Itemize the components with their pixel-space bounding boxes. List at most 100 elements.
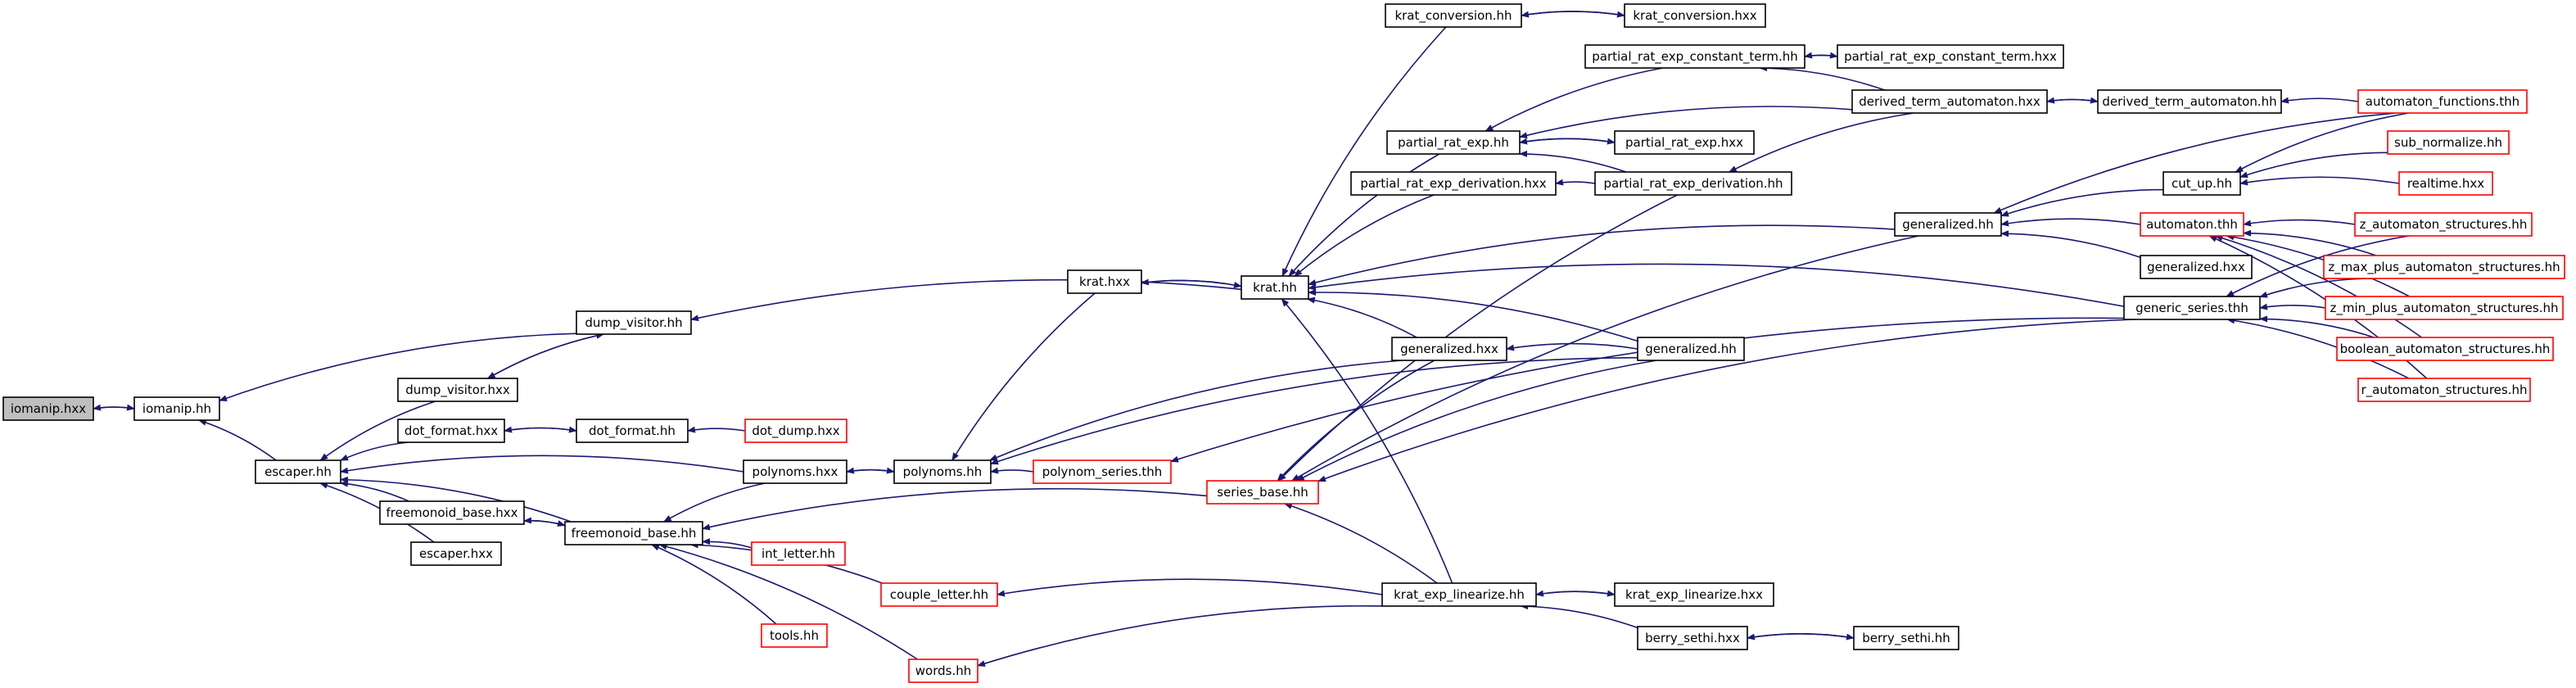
node-series-base-hh[interactable]: series_base.hh	[1206, 480, 1319, 505]
node-dot-format-hxx[interactable]: dot_format.hxx	[397, 419, 505, 443]
node-box	[397, 419, 505, 443]
node-label: generalized.hh	[1902, 217, 1994, 232]
edge-derived_term_automaton_hxx-to-derived_term_automaton_hh	[2046, 97, 2099, 104]
node-freemonoid-base-hxx[interactable]: freemonoid_base.hxx	[379, 500, 525, 525]
node-polynoms-hh[interactable]: polynoms.hh	[893, 459, 992, 484]
node-polynom-series-thh[interactable]: polynom_series.thh	[1033, 459, 1172, 484]
node-sub-normalize-hh[interactable]: sub_normalize.hh	[2387, 130, 2510, 155]
node-boolean-automaton-structures-hh[interactable]: boolean_automaton_structures.hh	[2336, 337, 2554, 361]
node-label: freemonoid_base.hxx	[386, 505, 517, 521]
node-dump-visitor-hh[interactable]: dump_visitor.hh	[576, 310, 692, 335]
node-label: cut_up.hh	[2172, 176, 2232, 192]
edge-generic_series_thh-to-series_base_hh	[1317, 319, 2135, 482]
node-z-automaton-structures-hh[interactable]: z_automaton_structures.hh	[2354, 212, 2533, 237]
node-label: partial_rat_exp_constant_term.hh	[1592, 49, 1798, 65]
edge-r_automaton_structures_hh-to-generic_series_thh	[2226, 317, 2410, 379]
node-box	[1067, 269, 1142, 294]
node-krat-hh[interactable]: krat.hh	[1241, 275, 1309, 300]
node-partial-rat-exp-constant-term-hxx[interactable]: partial_rat_exp_constant_term.hxx	[1837, 44, 2064, 69]
edge-series_base_hh-to-freemonoid_base_hh	[702, 487, 1208, 531]
edge-freemonoid_base_hxx-to-freemonoid_base_hh	[523, 519, 566, 527]
node-box	[576, 419, 689, 443]
nodes-layer: iomanip.hxx iomanip.hh escaper.hh dump_visi…	[2, 3, 2565, 683]
node-box	[1837, 44, 2064, 69]
node-partial-rat-exp-derivation-hh[interactable]: partial_rat_exp_derivation.hh	[1594, 171, 1792, 196]
node-krat-conversion-hh[interactable]: krat_conversion.hh	[1385, 3, 1522, 28]
node-box	[1584, 44, 1805, 69]
edge-freemonoid_base_hh-to-escaper_hh	[340, 476, 572, 523]
node-label: partial_rat_exp_derivation.hh	[1603, 176, 1783, 192]
node-dot-dump-hxx[interactable]: dot_dump.hxx	[744, 419, 847, 443]
node-partial-rat-exp-hh[interactable]: partial_rat_exp.hh	[1386, 130, 1521, 155]
edge-tools_hh-to-freemonoid_base_hh	[651, 544, 777, 625]
node-label: generalized.hxx	[2147, 260, 2245, 274]
node-cut-up-hh[interactable]: cut_up.hh	[2162, 171, 2241, 196]
node-label: generalized.hxx	[1400, 342, 1498, 356]
node-box	[744, 419, 847, 443]
node-box	[2162, 171, 2241, 196]
node-z-max-plus-automaton-structures-hh[interactable]: z_max_plus_automaton_structures.hh	[2323, 255, 2565, 279]
node-krat-exp-linearize-hxx[interactable]: krat_exp_linearize.hxx	[1614, 582, 1774, 607]
node-label: partial_rat_exp_derivation.hxx	[1360, 176, 1546, 192]
node-generalized-hh-right[interactable]: generalized.hh	[1894, 212, 2002, 237]
edge-krat_conversion_hh-to-krat_conversion_hxx	[1521, 11, 1625, 18]
node-box	[2387, 130, 2510, 155]
node-label: sub_normalize.hh	[2394, 135, 2502, 151]
node-escaper-hxx[interactable]: escaper.hxx	[410, 541, 502, 566]
node-automaton-functions-thh[interactable]: automaton_functions.thh	[2357, 89, 2528, 114]
node-label: partial_rat_exp_constant_term.hxx	[1844, 49, 2057, 65]
node-box	[410, 541, 502, 566]
edge-dump_visitor_hxx-to-escaper_hh	[319, 401, 436, 461]
node-krat-hxx[interactable]: krat.hxx	[1067, 269, 1142, 294]
node-generalized-hh-mid[interactable]: generalized.hh	[1637, 337, 1745, 361]
node-automaton-thh[interactable]: automaton.thh	[2140, 212, 2244, 237]
node-partial-rat-exp-derivation-hxx[interactable]: partial_rat_exp_derivation.hxx	[1350, 171, 1557, 196]
node-r-automaton-structures-hh[interactable]: r_automaton_structures.hh	[2357, 378, 2531, 402]
node-realtime-hxx[interactable]: realtime.hxx	[2398, 171, 2493, 196]
node-berry-sethi-hh[interactable]: berry_sethi.hh	[1853, 626, 1959, 650]
node-label: berry_sethi.hxx	[1645, 631, 1740, 646]
node-label: series_base.hh	[1217, 485, 1308, 500]
node-box	[1381, 582, 1537, 607]
node-label: generic_series.thh	[2135, 301, 2248, 316]
node-box	[1614, 130, 1755, 155]
node-label: polynom_series.thh	[1042, 464, 1163, 480]
node-words-hh[interactable]: words.hh	[908, 659, 978, 683]
node-dump-visitor-hxx[interactable]: dump_visitor.hxx	[397, 378, 518, 402]
node-krat-exp-linearize-hh[interactable]: krat_exp_linearize.hh	[1381, 582, 1537, 607]
node-partial-rat-exp-constant-term-hh[interactable]: partial_rat_exp_constant_term.hh	[1584, 44, 1805, 69]
node-couple-letter-hh[interactable]: couple_letter.hh	[880, 582, 998, 607]
node-krat-conversion-hxx[interactable]: krat_conversion.hxx	[1624, 3, 1766, 28]
node-box	[1637, 337, 1745, 361]
node-iomanip-hxx: iomanip.hxx	[2, 396, 94, 421]
node-polynoms-hxx[interactable]: polynoms.hxx	[743, 459, 847, 484]
edge-generalized_hh_mid-to-polynoms_hh	[990, 356, 1638, 465]
node-label: krat_exp_linearize.hxx	[1625, 587, 1763, 603]
edge-automaton_thh-to-generalized_hh_right	[2000, 218, 2141, 227]
node-z-min-plus-automaton-structures-hh[interactable]: z_min_plus_automaton_structures.hh	[2325, 296, 2564, 320]
node-iomanip-hh[interactable]: iomanip.hh	[133, 396, 220, 421]
node-dot-format-hh[interactable]: dot_format.hh	[576, 419, 689, 443]
edge-boolean_automaton_structures_hh-to-automaton_thh	[2214, 234, 2422, 338]
node-berry-sethi-hxx[interactable]: berry_sethi.hxx	[1637, 626, 1748, 650]
node-derived-term-automaton-hxx[interactable]: derived_term_automaton.hxx	[1851, 89, 2048, 114]
node-box	[2398, 171, 2493, 196]
node-freemonoid-base-hh[interactable]: freemonoid_base.hh	[564, 521, 703, 545]
edge-krat_exp_linearize_hh-to-couple_letter_hh	[997, 578, 1383, 597]
node-generic-series-thh[interactable]: generic_series.thh	[2123, 296, 2261, 320]
node-label: dot_format.hh	[589, 423, 676, 439]
node-derived-term-automaton-hh[interactable]: derived_term_automaton.hh	[2097, 89, 2282, 114]
node-tools-hh[interactable]: tools.hh	[761, 623, 828, 648]
edge-generalized_hh_mid-to-generalized_hxx_mid	[1506, 342, 1638, 351]
node-box	[1624, 3, 1766, 28]
edge-partial_rat_exp_derivation_hh-to-partial_rat_exp_hh	[1519, 150, 1627, 173]
node-escaper-hh[interactable]: escaper.hh	[255, 459, 341, 484]
node-generalized-hxx-right[interactable]: generalized.hxx	[2140, 255, 2253, 279]
node-label: dot_format.hxx	[404, 423, 498, 439]
node-int-letter-hh[interactable]: int_letter.hh	[751, 541, 846, 566]
node-label: r_automaton_structures.hh	[2361, 382, 2528, 398]
node-generalized-hxx-mid[interactable]: generalized.hxx	[1391, 337, 1507, 361]
node-box	[2325, 296, 2564, 320]
node-partial-rat-exp-hxx[interactable]: partial_rat_exp.hxx	[1614, 130, 1755, 155]
